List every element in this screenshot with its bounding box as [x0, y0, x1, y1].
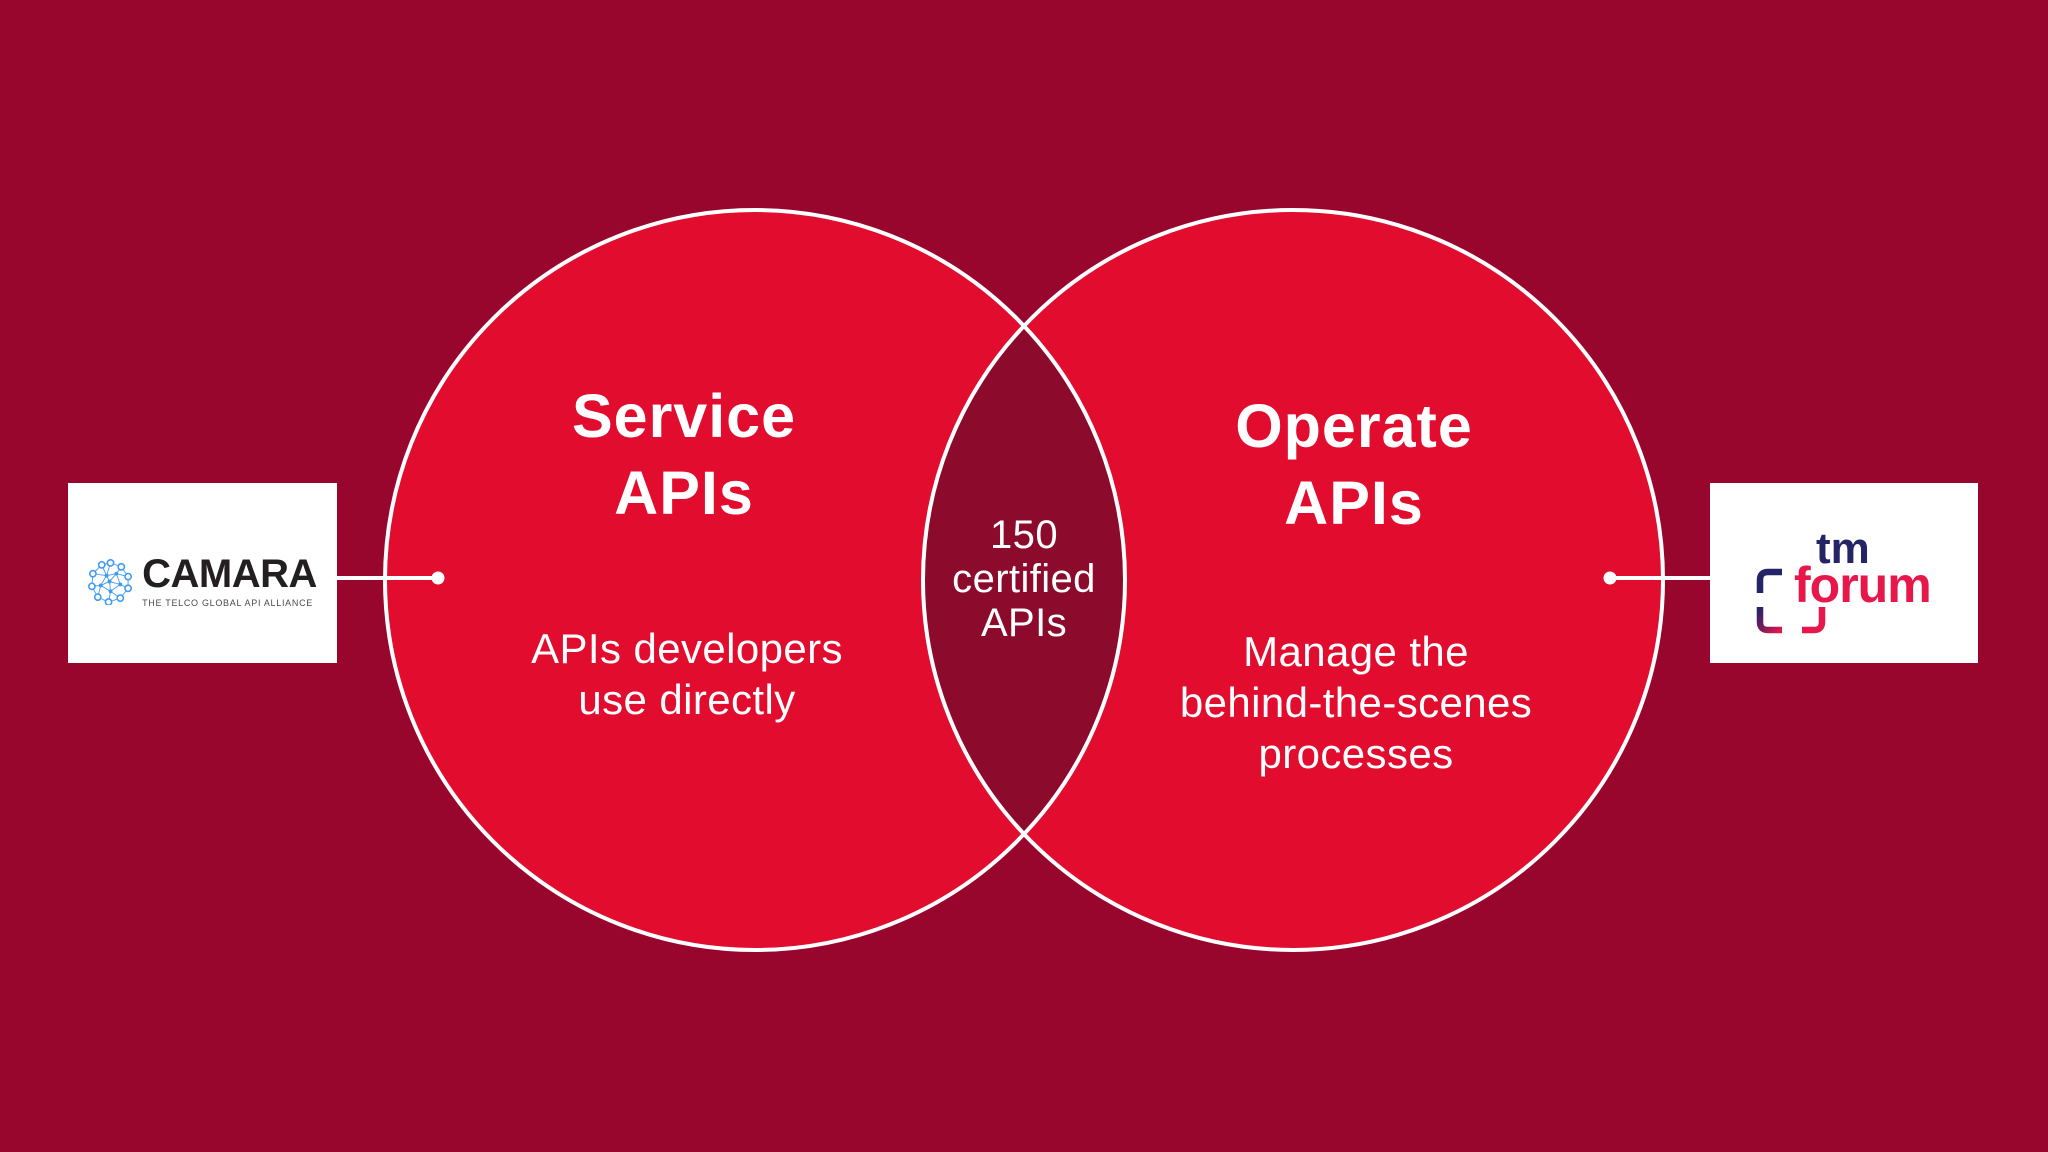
- service-desc-line-1: APIs developers: [531, 625, 843, 672]
- camara-connector-dot: [431, 571, 445, 585]
- camara-wordmark: CAMARA: [142, 552, 317, 596]
- service-apis-circle: [385, 210, 1125, 950]
- intersection-label: 150 certified APIs: [952, 513, 1096, 645]
- camara-network-icon: [88, 558, 133, 605]
- camara-logo: CAMARA THE TELCO GLOBAL API ALLIANCE: [88, 538, 317, 608]
- tmforum-word-forum: forum: [1794, 557, 1932, 613]
- camara-tagline: THE TELCO GLOBAL API ALLIANCE: [142, 598, 313, 608]
- tmforum-word-tm: tm: [1816, 524, 1870, 573]
- camara-text-block: CAMARA THE TELCO GLOBAL API ALLIANCE: [142, 554, 317, 608]
- service-desc-line-2: use directly: [578, 676, 796, 723]
- operate-title-line-1: Operate: [1235, 392, 1473, 460]
- tmforum-brackets-icon: [1756, 568, 1826, 634]
- operate-desc-line-1: Manage the: [1243, 628, 1469, 675]
- service-title-line-2: APIs: [614, 459, 754, 527]
- service-apis-description: APIs developers use directly: [531, 623, 843, 725]
- operate-desc-line-3: processes: [1258, 730, 1454, 777]
- tmforum-logo-card: tm forum: [1710, 483, 1978, 663]
- intersection-line-2: certified: [952, 557, 1096, 601]
- operate-apis-circle: [923, 210, 1663, 950]
- service-apis-title: Service APIs: [572, 378, 796, 532]
- operate-desc-line-2: behind-the-scenes: [1179, 679, 1533, 726]
- intersection-line-1: 150: [990, 513, 1058, 557]
- camara-logo-card: CAMARA THE TELCO GLOBAL API ALLIANCE: [68, 483, 337, 663]
- operate-apis-title: Operate APIs: [1235, 388, 1473, 542]
- tmforum-connector-dot: [1603, 571, 1617, 585]
- service-title-line-1: Service: [571, 382, 797, 450]
- intersection-line-3: APIs: [980, 601, 1068, 645]
- operate-title-line-2: APIs: [1284, 469, 1424, 537]
- operate-apis-description: Manage the behind-the-scenes processes: [1180, 626, 1532, 779]
- intersection-region: [923, 326, 1125, 834]
